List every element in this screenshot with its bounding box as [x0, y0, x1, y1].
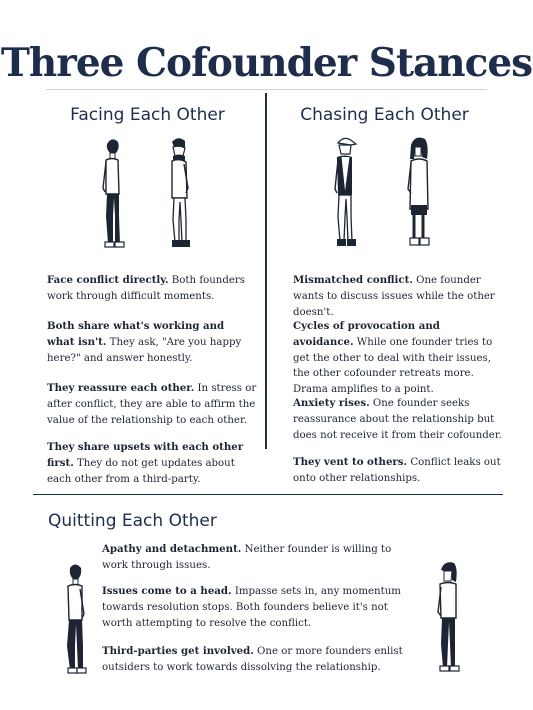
item-lead: Anxiety rises. [293, 397, 370, 409]
item-body: One founder seeks reassurance about the … [293, 398, 502, 441]
founder-figure-illustration [407, 137, 430, 246]
facing-heading: Facing Each Other [70, 105, 225, 125]
column-divider [265, 93, 267, 449]
item-lead: Third-parties get involved. [102, 645, 254, 657]
founder-figure-illustration [102, 139, 125, 248]
item-body: Impasse sets in, any momentum towards re… [102, 586, 401, 629]
chasing-item-1: Mismatched conflict. One founder wants t… [293, 273, 499, 320]
item-lead: Apathy and detachment. [102, 543, 242, 555]
item-lead: Mismatched conflict. [293, 274, 413, 286]
item-body: Conflict leaks out onto other relationsh… [293, 457, 501, 484]
item-body: One founder wants to discuss issues whil… [293, 275, 495, 318]
item-lead: They vent to others. [293, 456, 408, 468]
title-divider [46, 89, 487, 90]
item-body: They ask, "Are you happy here?" and answ… [47, 336, 242, 364]
item-lead: Face conflict directly. [47, 274, 169, 286]
chasing-item-3: Anxiety rises. One founder seeks reassur… [293, 396, 503, 443]
item-body: In stress or after conflict, they are ab… [47, 383, 257, 426]
item-lead: Issues come to a head. [102, 585, 232, 597]
item-body: Neither founder is willing to work throu… [102, 544, 392, 571]
founder-figure-illustration [437, 562, 460, 672]
quitting-item-3: Third-parties get involved. One or more … [102, 644, 422, 676]
item-body: One or more founders enlist outsiders to… [102, 646, 403, 673]
item-lead: They reassure each other. [47, 382, 195, 394]
facing-item-4: They share upsets with each other first.… [47, 440, 252, 487]
founder-figure-illustration [171, 138, 190, 247]
chasing-item-2: Cycles of provocation and avoidance. Whi… [293, 319, 503, 398]
chasing-heading: Chasing Each Other [300, 105, 469, 125]
item-body: Both founders work through difficult mom… [47, 275, 245, 302]
item-lead: Cycles of provocation and avoidance. [293, 320, 440, 348]
facing-item-2: Both share what's working and what isn't… [47, 319, 252, 366]
item-body: While one founder tries to get the other… [293, 336, 493, 396]
chasing-item-4: They vent to others. Conflict leaks out … [293, 455, 503, 487]
quitting-heading: Quitting Each Other [48, 511, 217, 531]
founder-figure-illustration [67, 564, 87, 674]
item-body: They do not get updates about each other… [47, 457, 235, 485]
founder-figure-illustration [334, 137, 358, 246]
facing-item-1: Face conflict directly. Both founders wo… [47, 273, 252, 305]
item-lead: They share upsets with each other first. [47, 441, 244, 469]
page-title: Three Cofounder Stances [0, 40, 533, 86]
quitting-item-1: Apathy and detachment. Neither founder i… [102, 542, 392, 574]
facing-item-3: They reassure each other. In stress or a… [47, 381, 257, 428]
item-lead: Both share what's working and what isn't… [47, 320, 225, 348]
section-divider [33, 494, 503, 495]
quitting-item-2: Issues come to a head. Impasse sets in, … [102, 584, 417, 631]
